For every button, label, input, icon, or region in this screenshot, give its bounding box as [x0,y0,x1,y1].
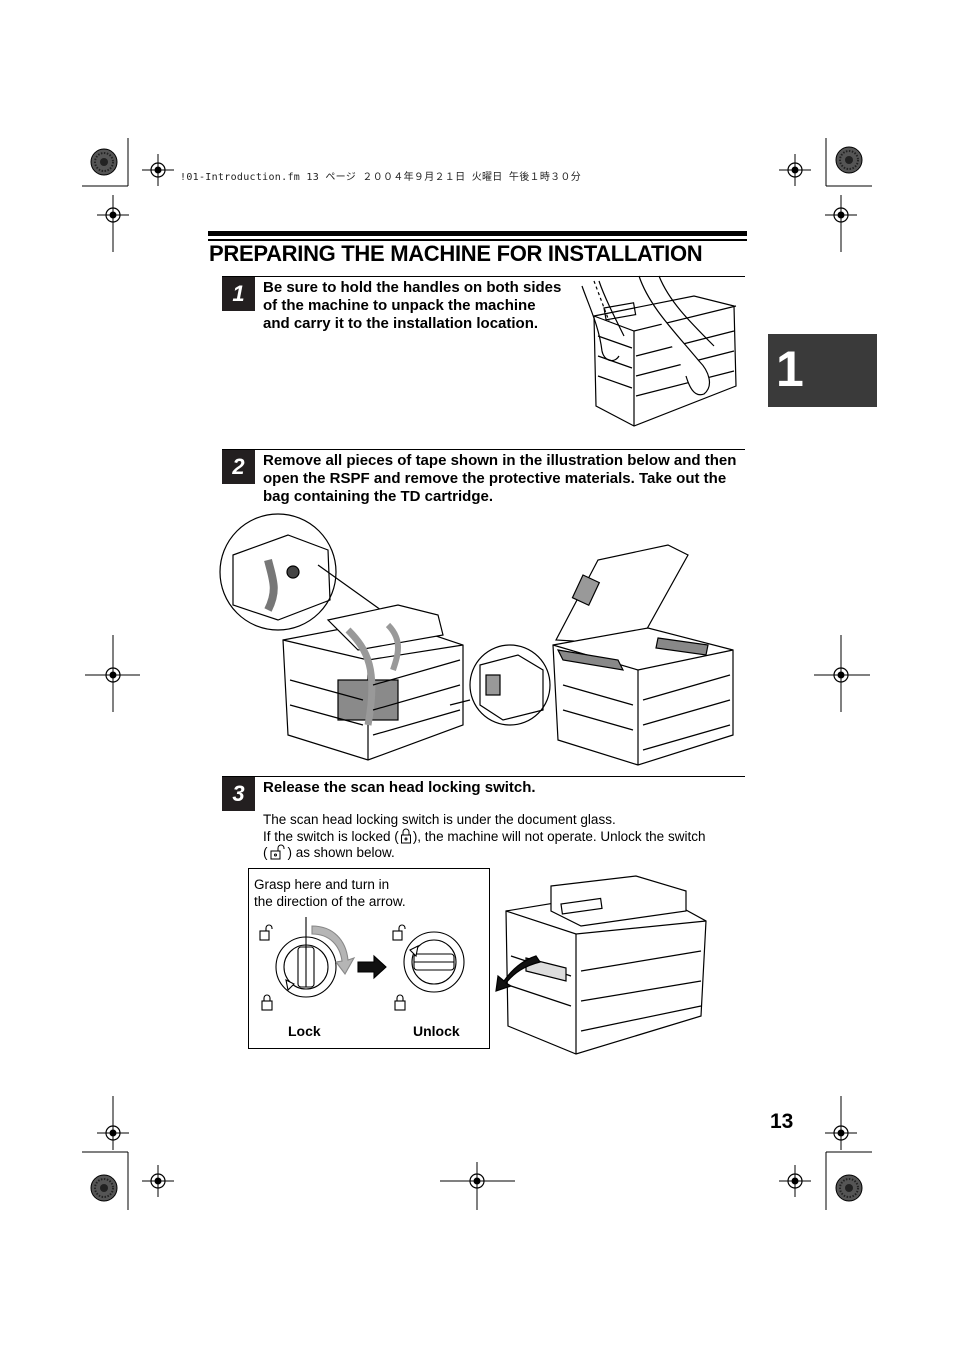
step-3-text: Release the scan head locking switch. [263,779,536,796]
page-title: PREPARING THE MACHINE FOR INSTALLATION [209,241,703,266]
step-number-badge: 1 [222,277,255,311]
description-text: ), the machine will not operate. Unlock … [412,828,706,844]
color-target-icon [90,148,118,176]
print-header-line: !01-Introduction.fm 13 ページ ２００４年９月２１日 火曜… [180,172,582,183]
lock-closed-icon [400,828,411,843]
registration-mark-icon [141,153,175,187]
lock-closed-icon [394,994,406,1011]
step-2-text: Remove all pieces of tape shown in the i… [263,452,737,505]
remove-tape-illustration [219,513,734,766]
chapter-number: 1 [776,341,804,397]
description-line: The scan head locking switch is under th… [263,812,616,827]
description-text: ( [263,845,268,860]
color-target-icon [835,146,863,174]
step-rule [222,449,745,450]
curved-arrow-icon [311,925,356,976]
lock-switch-diagram [259,917,465,1011]
caption-line: Grasp here and turn in [254,877,390,892]
color-target-icon [90,1174,118,1202]
step-rule [222,776,745,777]
page-number: 13 [770,1110,794,1133]
step-number-badge: 2 [222,450,255,484]
machine-scan-lock-illustration [495,875,707,1055]
unlock-label: Unlock [413,1023,460,1039]
lock-diagram-box [248,868,490,1049]
description-line: If the switch is locked ( ), the machine … [263,828,705,845]
step-3-description: The scan head locking switch is under th… [263,812,705,861]
step-1-text: Be sure to hold the handles on both side… [263,279,562,332]
lock-open-icon [270,844,284,860]
description-text: ) as shown below. [287,845,395,860]
registration-mark-icon [778,1164,812,1198]
color-target-icon [835,1174,863,1202]
description-line: ( ) as shown below. [263,844,705,861]
registration-mark-icon [778,153,812,187]
caption-line: the direction of the arrow. [254,894,406,909]
title-rule [208,239,747,241]
registration-mark-icon [141,1164,175,1198]
lock-open-icon [259,924,273,941]
lock-label: Lock [288,1023,321,1039]
lock-open-icon [392,924,406,941]
chapter-tab [768,334,877,407]
step-rule [222,276,745,277]
lock-diagram-caption: Grasp here and turn in the direction of … [254,876,406,910]
description-text: If the switch is locked ( [263,828,399,844]
step-number-badge: 3 [222,777,255,811]
title-rule [208,231,747,236]
lock-closed-icon [261,994,273,1011]
arrow-right-icon [357,954,387,980]
carry-machine-illustration [581,275,737,427]
